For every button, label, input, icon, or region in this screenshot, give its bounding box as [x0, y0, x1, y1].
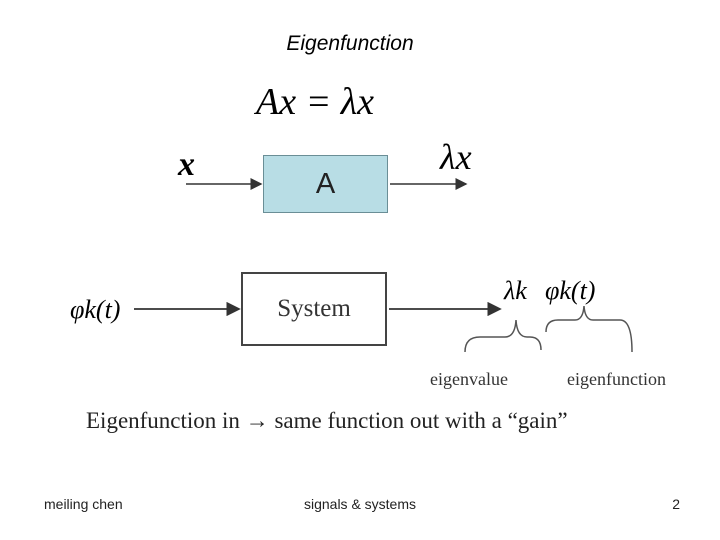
output-lambda-k: λk: [504, 276, 527, 305]
eigenfunction-brace: [545, 305, 633, 353]
input-phi-label: φk(t): [70, 295, 121, 324]
caption-arrow-icon: →: [245, 408, 269, 433]
input-x-label: x: [178, 146, 195, 183]
slide-title: Eigenfunction: [286, 32, 414, 55]
output-lambda-x-label: λx: [440, 137, 472, 177]
operator-a-block: A: [263, 155, 388, 213]
system-block: System: [241, 272, 387, 346]
system-label: System: [277, 295, 351, 322]
output-phi-k: φk(t): [545, 276, 596, 305]
eigenvalue-label: eigenvalue: [430, 369, 508, 389]
caption-left: Eigenfunction in: [86, 408, 240, 433]
footer-course: signals & systems: [303, 496, 417, 512]
figure-caption: Eigenfunction in → same function out wit…: [86, 408, 568, 434]
caption-right: same function out with a “gain”: [274, 408, 568, 433]
eigen-equation: Ax = λx: [256, 81, 375, 123]
footer-author: meiling chen: [44, 496, 123, 512]
footer-page-number: 2: [672, 496, 680, 512]
eigenvalue-brace: [464, 319, 542, 353]
eigenfunction-label: eigenfunction: [567, 369, 666, 389]
operator-a-label: A: [315, 167, 336, 200]
